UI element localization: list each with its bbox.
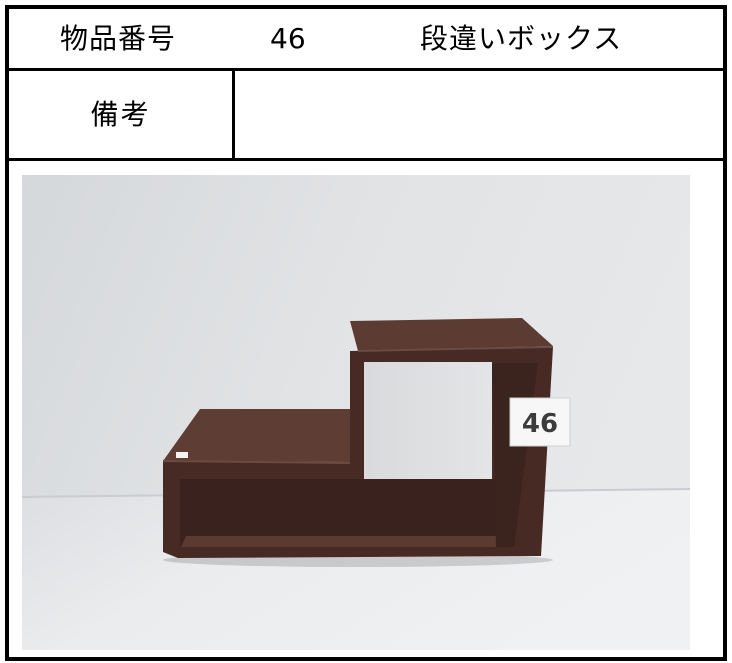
item-photo: 46 [22, 175, 690, 650]
shelf-lower-floor [181, 536, 496, 547]
remarks-value [235, 71, 723, 158]
item-header-row: 物品番号 46 段違いボックス [9, 9, 723, 71]
shelf-lower-opening [180, 479, 496, 547]
remarks-label: 備考 [9, 71, 235, 158]
item-number-label: 物品番号 [60, 22, 177, 55]
shelf-small-sticker [176, 452, 188, 458]
photo-tag [509, 397, 571, 447]
remarks-row: 備考 [9, 71, 723, 161]
shelf-step-top-face [163, 409, 350, 462]
item-number-value: 46 [270, 22, 306, 55]
item-card: 物品番号 46 段違いボックス 備考 [5, 5, 727, 661]
shelf-step-edge [162, 460, 351, 464]
shelf-upper-edge [357, 346, 554, 352]
photo-tag-text: 46 [522, 409, 558, 439]
item-name-value: 段違いボックス [420, 22, 623, 55]
shelf-upper-top-face [350, 318, 553, 351]
shelf-upper-opening [364, 362, 492, 479]
